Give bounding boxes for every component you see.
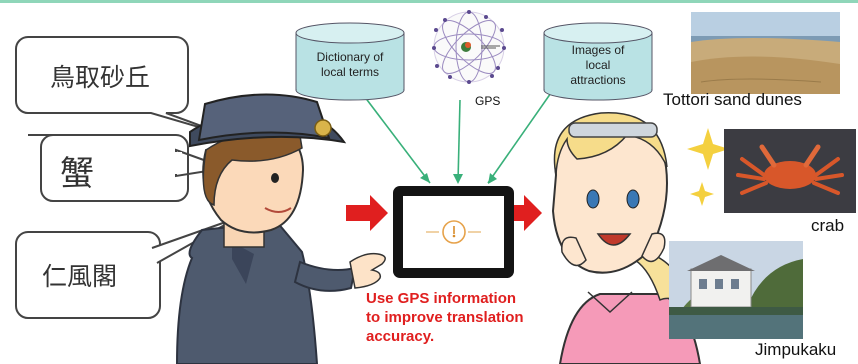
images-database-icon [543,22,653,101]
jimpukaku-label: Jimpukaku [755,340,837,359]
tottori-sand-dunes-label: Tottori sand dunes [663,90,802,109]
speech-bubble-2 [28,134,227,202]
top-rule [0,0,858,3]
images-label: Images of local attractions [570,43,626,87]
arrow-to-tourist [510,195,542,231]
jimpukaku-photo [669,241,803,339]
tablet-device-icon [393,186,514,278]
arrow-to-device [346,195,388,231]
dictionary-database-icon [295,22,405,101]
crab-photo [724,129,856,213]
dictionary-label: Dictionary of local terms [316,50,384,79]
gps-label: GPS [475,94,501,108]
caption: Use GPS information to improve translati… [366,290,524,345]
sparkle-icon [690,182,714,206]
bubble-text-sand-dunes: 鳥取砂丘 [50,63,151,92]
speech-bubble-1 [15,36,227,136]
tourist-illustration [551,112,702,364]
crab-label: crab [811,216,845,235]
arrow-images [487,79,561,184]
sparkle-icon [687,128,729,170]
bubble-text-jimpukaku: 仁風閣 [42,262,118,291]
tottori-sand-dunes-photo [691,12,840,94]
bubble-text-crab: 蟹 [60,154,94,194]
arrow-gps [457,99,461,183]
gps-satellite-icon [432,10,506,84]
station-attendant-illustration [175,93,386,364]
